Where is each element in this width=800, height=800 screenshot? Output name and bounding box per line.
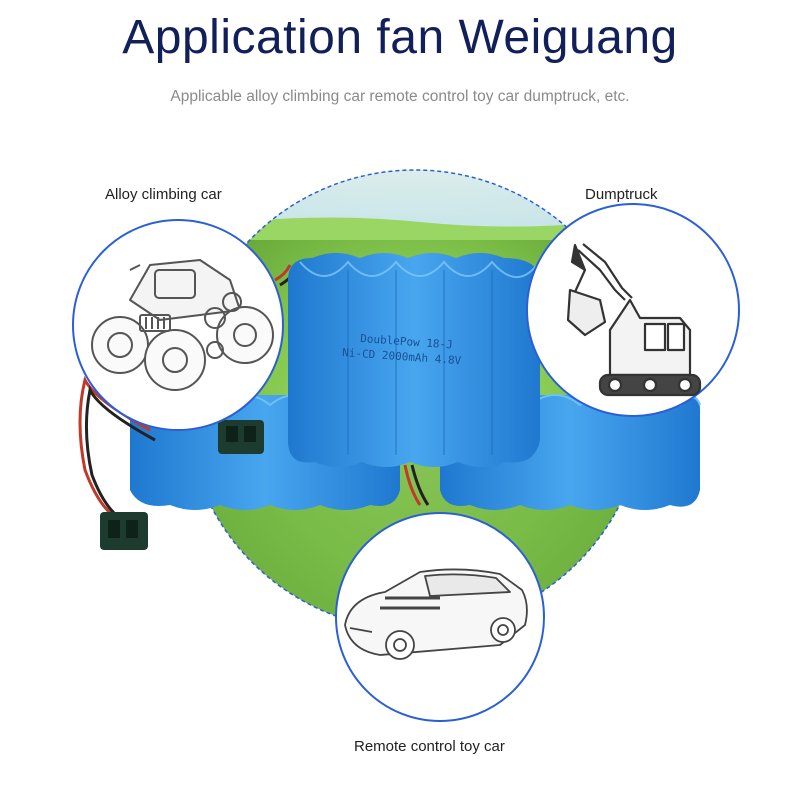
page-subtitle: Applicable alloy climbing car remote con… [170,88,630,105]
circle-alloy-climbing-car [72,219,284,431]
page-title: Application fan Weiguang [122,11,678,64]
sports-car-sketch-icon [344,568,528,660]
caption-rc-toy-car: Remote control toy car [354,738,505,755]
excavator-sketch-icon [566,243,702,397]
caption-alloy-climbing-car: Alloy climbing car [105,186,222,203]
circle-dumptruck [526,203,740,417]
connector-plug-left [100,512,148,550]
battery-label-model: DoublePow 18-J [360,332,453,351]
circle-rc-toy-car [335,512,545,722]
climbing-car-sketch-icon [91,259,274,391]
battery-wires [78,264,430,524]
connector-plug-middle [218,420,264,454]
caption-dumptruck: Dumptruck [585,186,658,203]
battery-pack-center: DoublePow 18-J Ni-CD 2000mAh 4.8V [288,253,540,467]
